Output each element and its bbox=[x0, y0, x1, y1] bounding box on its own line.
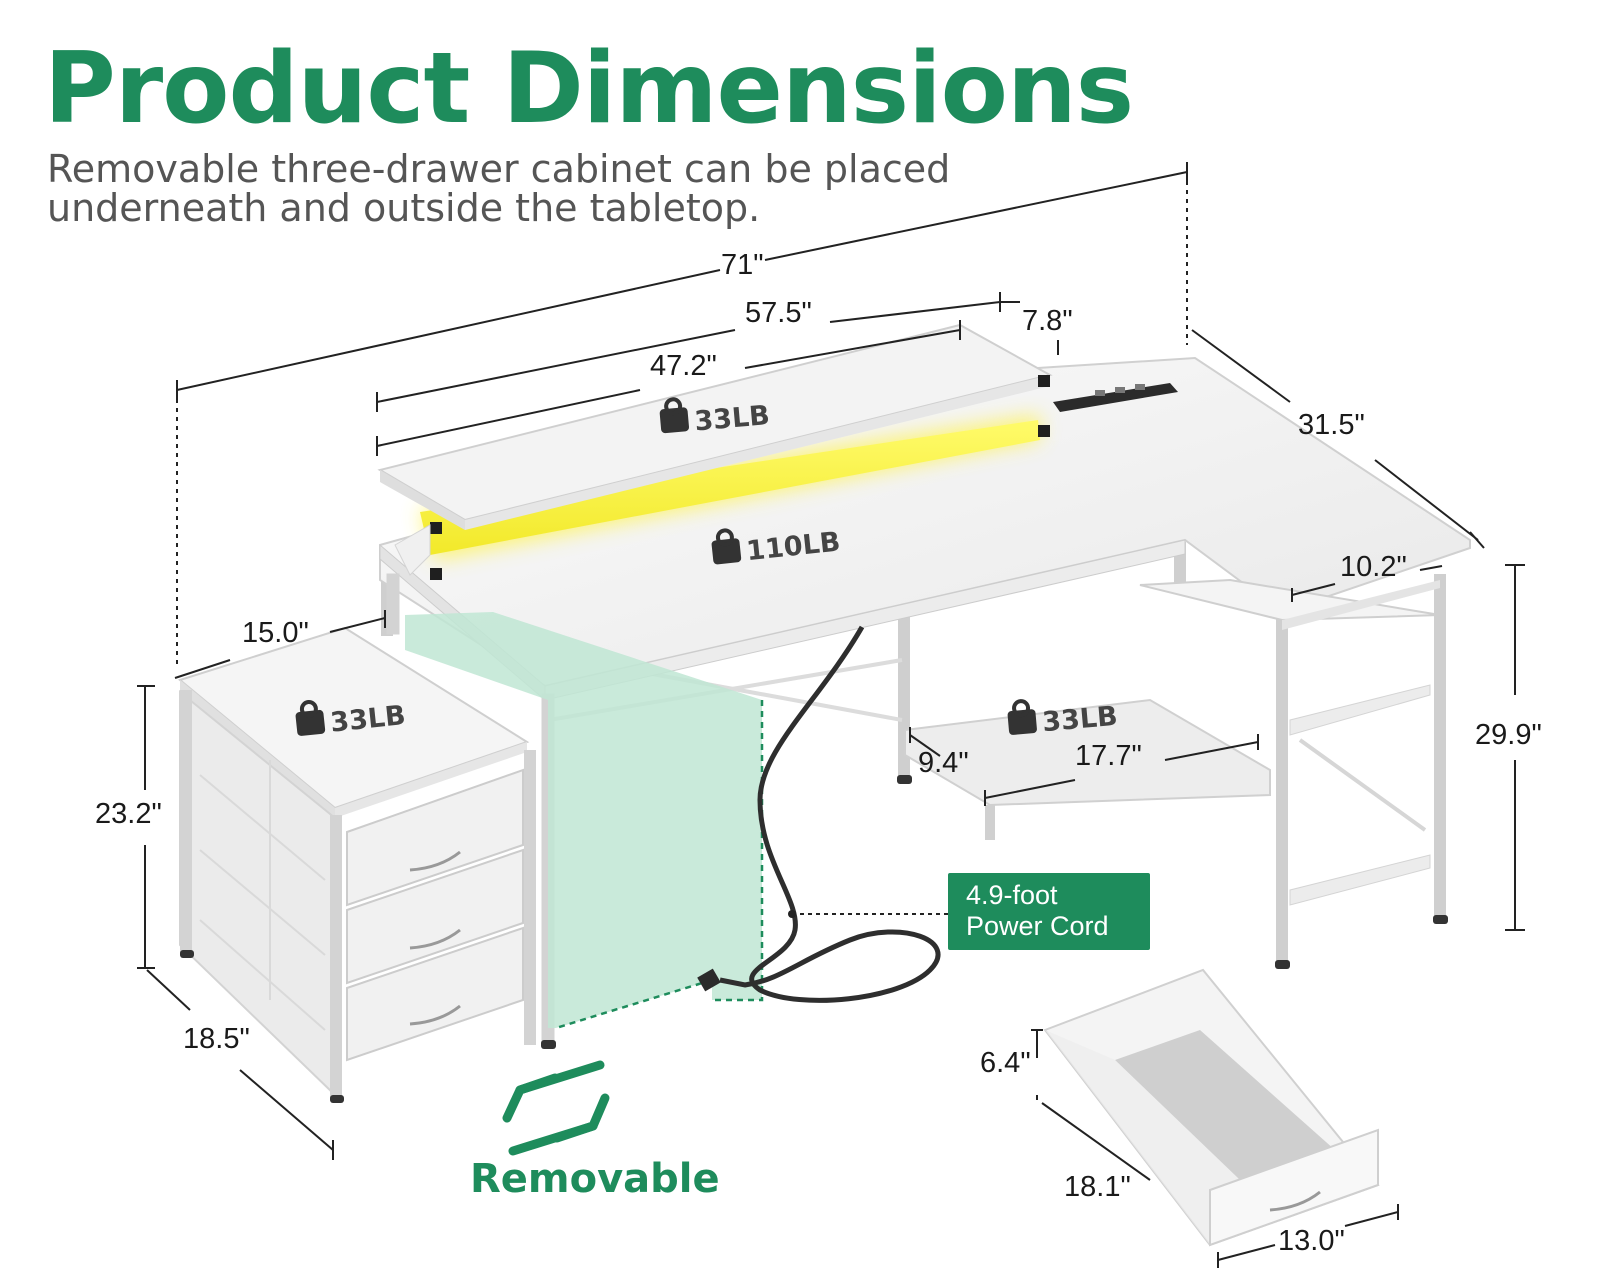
callout-anchor-dot bbox=[788, 910, 796, 918]
led-strip bbox=[420, 420, 1040, 555]
side-shelf-middle bbox=[1289, 684, 1431, 736]
side-shelf-bottom bbox=[1289, 854, 1431, 906]
drawer-front bbox=[1209, 1128, 1379, 1247]
monitor-riser bbox=[377, 323, 1053, 580]
drawer-inner-bottom bbox=[1115, 1030, 1335, 1180]
weight-riser: 33LB bbox=[659, 397, 771, 437]
dim-footrest-width: 17.7" bbox=[1075, 740, 1142, 772]
dim-drawer-height: 6.4" bbox=[980, 1047, 1031, 1079]
dim-drawer-width: 13.0" bbox=[1278, 1225, 1345, 1257]
dim-cabinet-depth: 18.5" bbox=[183, 1023, 250, 1055]
fabric-drawer bbox=[1043, 968, 1380, 1247]
dim-desk-height: 29.9" bbox=[1475, 719, 1542, 751]
footrest-shelf bbox=[904, 698, 1271, 807]
dim-riser-width: 47.2" bbox=[650, 350, 717, 382]
cabinet-drawer bbox=[346, 848, 524, 985]
cabinet-drawer bbox=[346, 768, 524, 907]
power-strip bbox=[1053, 383, 1178, 412]
dim-drawer-depth: 18.1" bbox=[1064, 1171, 1131, 1203]
removable-label: Removable bbox=[470, 1156, 720, 1202]
side-shelf-top bbox=[1139, 578, 1441, 622]
three-drawer-cabinet bbox=[177, 626, 536, 1103]
weight-icon bbox=[659, 397, 690, 434]
weight-icon bbox=[711, 528, 742, 565]
power-cord-callout: 4.9-foot Power Cord bbox=[948, 873, 1150, 950]
callout-line-1: 4.9-foot bbox=[966, 880, 1058, 910]
dim-cabinet-width: 15.0" bbox=[242, 617, 309, 649]
page-title: Product Dimensions bbox=[44, 32, 1134, 146]
dim-desk-width: 57.5" bbox=[745, 297, 812, 329]
dim-total-width: 71" bbox=[721, 249, 764, 281]
subtitle-line-1: Removable three-drawer cabinet can be pl… bbox=[47, 147, 951, 191]
callout-line-2: Power Cord bbox=[966, 911, 1109, 941]
weight-riser-label: 33LB bbox=[693, 400, 771, 437]
swap-arrows-icon bbox=[502, 1060, 610, 1156]
dim-footrest-depth: 9.4" bbox=[918, 747, 969, 779]
weight-footrest: 33LB bbox=[1007, 699, 1119, 738]
dim-shelf-depth: 10.2" bbox=[1340, 551, 1407, 583]
weight-footrest-label: 33LB bbox=[1041, 701, 1119, 738]
weight-icon bbox=[295, 700, 326, 736]
dimension-lines bbox=[137, 162, 1525, 1268]
dim-side-depth: 31.5" bbox=[1298, 409, 1365, 441]
power-plug bbox=[697, 968, 721, 992]
page-subtitle: Removable three-drawer cabinet can be pl… bbox=[47, 150, 1047, 228]
cabinet-drawer bbox=[346, 926, 524, 1062]
weight-icon bbox=[1007, 699, 1037, 735]
subtitle-line-2: underneath and outside the tabletop. bbox=[47, 186, 761, 230]
dim-side-gap: 7.8" bbox=[1022, 305, 1073, 337]
dimension-labels: 71" 57.5" 7.8" 47.2" 31.5" 10.2" 29.9" 1… bbox=[95, 249, 1542, 1257]
power-cord bbox=[719, 625, 941, 1003]
dim-cabinet-height: 23.2" bbox=[95, 798, 162, 830]
